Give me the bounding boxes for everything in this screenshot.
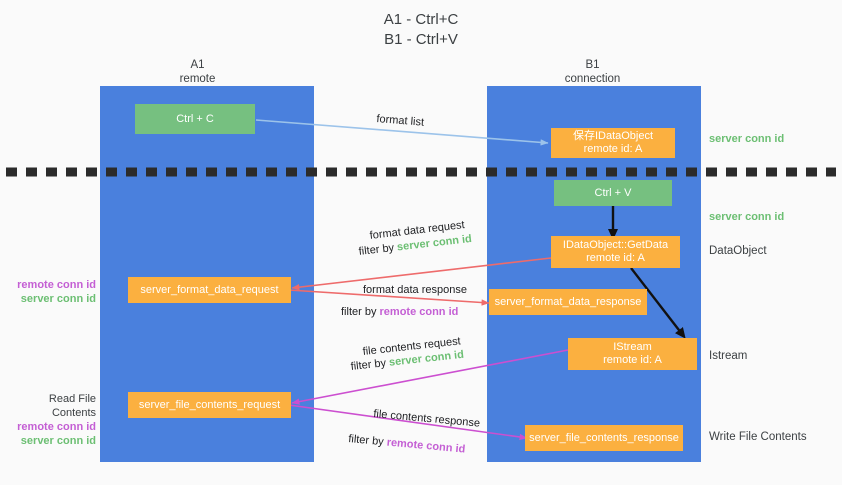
- edge-label-format-data-response: format data response: [363, 284, 467, 296]
- edge-label-format-data-response-filter: filter by remote conn id: [341, 305, 458, 319]
- column-header-b1: B1 connection: [515, 58, 670, 86]
- label-dataobject: DataObject: [709, 245, 767, 257]
- label-format-remote-conn-id: remote conn id: [17, 279, 96, 291]
- label-file-server-conn-id: server conn id: [20, 435, 96, 447]
- filter-prefix-4: filter by: [347, 432, 388, 449]
- box-save-idataobject-line2: remote id: A: [583, 143, 643, 155]
- box-idataobject-getdata[interactable]: IDataObject::GetData remote id: A: [551, 236, 680, 268]
- box-server-format-data-response[interactable]: server_format_data_response: [489, 289, 647, 315]
- box-server-format-data-request-label: server_format_data_request: [140, 283, 279, 296]
- filter-prefix-1: filter by: [358, 241, 398, 258]
- box-ctrl-v[interactable]: Ctrl + V: [554, 180, 672, 206]
- label-group-file-conn-ids: Read File Contents remote conn id server…: [4, 392, 96, 448]
- box-istream-line1: IStream: [613, 341, 652, 353]
- box-server-format-data-request[interactable]: server_format_data_request: [128, 277, 291, 303]
- label-server-conn-id-top: server conn id: [709, 133, 785, 145]
- box-server-file-contents-response-label: server_file_contents_response: [529, 431, 679, 444]
- box-server-file-contents-request[interactable]: server_file_contents_request: [128, 392, 291, 418]
- label-group-format-conn-ids: remote conn id server conn id: [8, 278, 96, 306]
- box-ctrl-c-label: Ctrl + C: [176, 112, 214, 125]
- box-save-idataobject[interactable]: 保存IDataObject remote id: A: [551, 128, 675, 158]
- title-line-2: B1 - Ctrl+V: [384, 31, 458, 48]
- box-ctrl-v-label: Ctrl + V: [594, 186, 632, 199]
- edge-label-format-list: format list: [375, 112, 425, 129]
- box-idataobject-getdata-line2: remote id: A: [586, 252, 645, 264]
- filter-prefix-3: filter by: [350, 356, 390, 373]
- box-server-file-contents-request-label: server_file_contents_request: [138, 398, 281, 411]
- column-b1-subtitle: connection: [564, 73, 621, 85]
- edge-label-file-contents-response: file contents response: [372, 407, 481, 430]
- label-server-conn-id-mid: server conn id: [709, 211, 785, 223]
- column-b1-name: B1: [585, 59, 600, 71]
- box-server-file-contents-response[interactable]: server_file_contents_response: [525, 425, 683, 451]
- edge-label-file-contents-response-filter: filter by remote conn id: [348, 432, 466, 457]
- box-server-format-data-response-label: server_format_data_response: [494, 295, 642, 308]
- title-line-1: A1 - Ctrl+C: [383, 11, 459, 28]
- label-istream: Istream: [709, 350, 748, 362]
- box-istream[interactable]: IStream remote id: A: [568, 338, 697, 370]
- diagram-title: A1 - Ctrl+C B1 - Ctrl+V: [0, 10, 842, 50]
- box-ctrl-c[interactable]: Ctrl + C: [135, 104, 255, 134]
- box-save-idataobject-line1: 保存IDataObject: [572, 130, 654, 142]
- column-a1-subtitle: remote: [179, 73, 216, 85]
- filter-key-4: remote conn id: [386, 436, 466, 456]
- filter-prefix-2: filter by: [341, 306, 380, 318]
- label-write-file-contents: Write File Contents: [709, 431, 807, 443]
- box-idataobject-getdata-line1: IDataObject::GetData: [562, 239, 669, 251]
- column-header-a1: A1 remote: [120, 58, 275, 86]
- label-read-file-contents: Read File Contents: [48, 393, 96, 419]
- box-istream-line2: remote id: A: [603, 354, 662, 366]
- label-format-server-conn-id: server conn id: [20, 293, 96, 305]
- filter-key-2: remote conn id: [379, 306, 459, 318]
- label-file-remote-conn-id: remote conn id: [17, 421, 96, 433]
- column-a1-name: A1: [190, 59, 205, 71]
